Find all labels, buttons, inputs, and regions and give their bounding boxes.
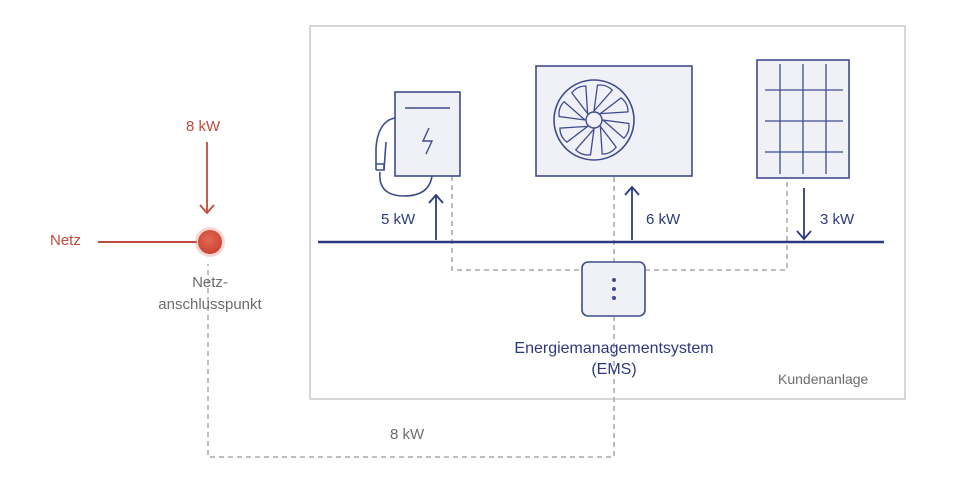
customer-area-label: Kundenanlage [778, 371, 869, 387]
ev-charger-icon [375, 91, 461, 197]
charger-power-label: 5 kW [381, 211, 416, 228]
connection-point-line2: anschlusspunkt [158, 296, 262, 313]
ems-label-line2: (EMS) [591, 361, 637, 378]
bottom-power-label: 8 kW [390, 426, 425, 443]
solar-power-label: 3 kW [820, 211, 855, 228]
ems-device-icon [581, 261, 646, 317]
charger-power-arrow [428, 193, 444, 240]
fan-blade [593, 84, 614, 114]
heatpump-power-arrow [624, 185, 640, 240]
grid-label: Netz [50, 232, 81, 249]
fan-blade [559, 125, 590, 143]
fan-blade [600, 119, 630, 140]
fan-blade [599, 124, 617, 155]
ems-label-line1: Energiemanagementsystem [514, 340, 714, 357]
fan-blade [598, 97, 629, 115]
fan-blade [574, 126, 595, 156]
solar-panel-icon [756, 59, 850, 179]
connection-point-label: Netz- anschlusspunkt [150, 272, 270, 316]
grid-input-arrow [199, 142, 215, 215]
ems-label: Energiemanagementsystem (EMS) [484, 338, 744, 380]
ems-communication-lines [207, 176, 788, 458]
fan-blade [558, 100, 588, 121]
solar-power-arrow [796, 188, 812, 241]
customer-area-frame [309, 25, 906, 400]
heatpump-power-label: 6 kW [646, 211, 681, 228]
grid-input-power-label: 8 kW [186, 118, 221, 135]
connection-point-line1: Netz- [192, 274, 228, 291]
heat-pump-fan-icon [535, 65, 693, 177]
fan-blade [571, 85, 589, 116]
